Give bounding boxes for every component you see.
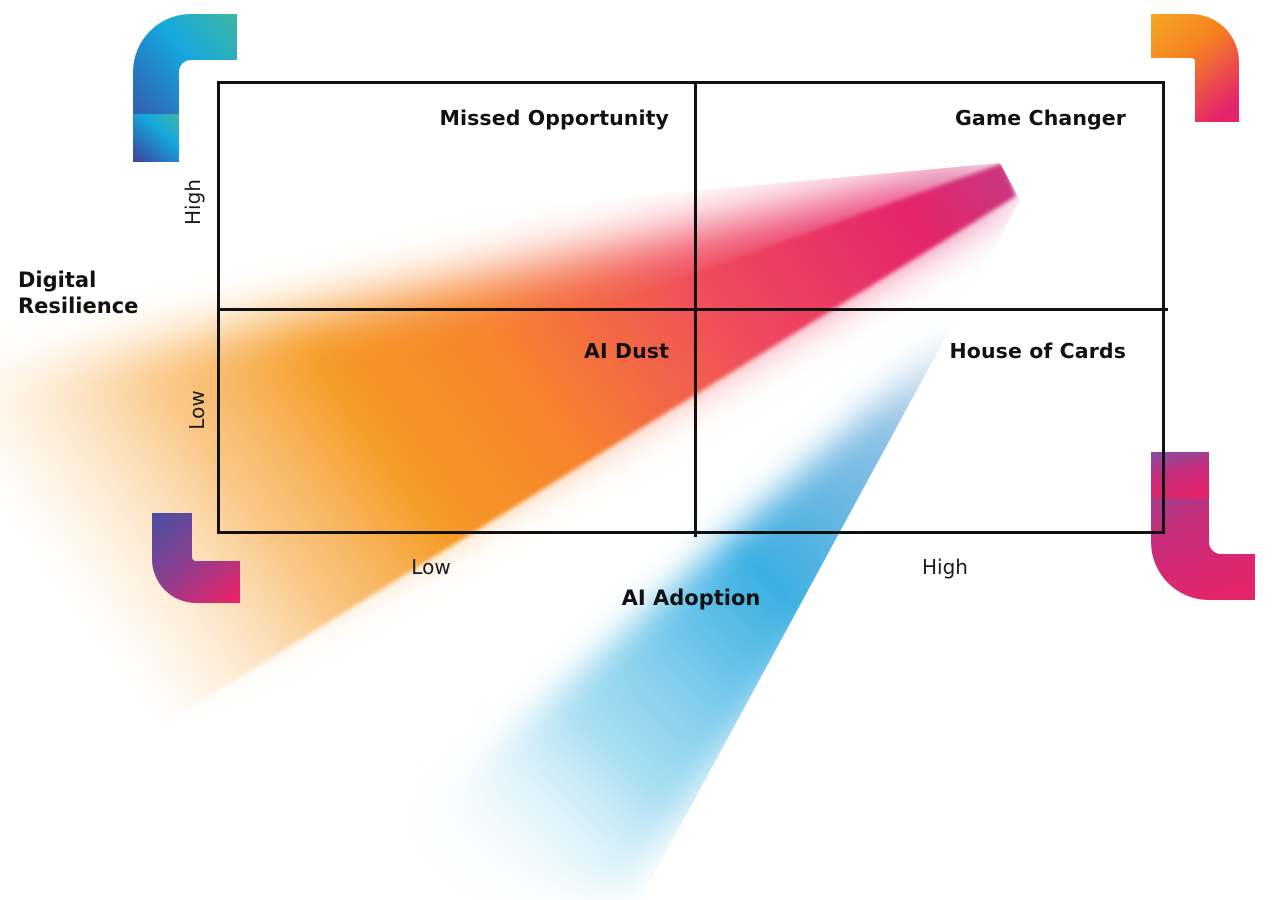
x-axis-tick-high: High (922, 555, 968, 579)
x-axis-tick-low: Low (411, 555, 451, 579)
y-axis-title-line2: Resilience (18, 294, 139, 319)
quadrant-label-house-of-cards: House of Cards (949, 339, 1126, 363)
quadrant-label-game-changer: Game Changer (954, 106, 1126, 130)
y-axis-tick-high: High (181, 179, 205, 225)
x-axis-title: AI Adoption (621, 586, 761, 610)
quadrant-label-missed-opportunity: Missed Opportunity (439, 106, 669, 130)
quadrant-frame: Missed Opportunity Game Changer AI Dust … (217, 81, 1168, 537)
corner-ornament-bottom-right-icon (1151, 452, 1255, 600)
y-axis-title: Digital Resilience (18, 267, 198, 320)
horizontal-divider (220, 308, 1168, 311)
y-axis-title-line1: Digital (18, 268, 97, 292)
y-axis-tick-low: Low (185, 390, 209, 430)
quadrant-label-ai-dust: AI Dust (584, 339, 669, 363)
